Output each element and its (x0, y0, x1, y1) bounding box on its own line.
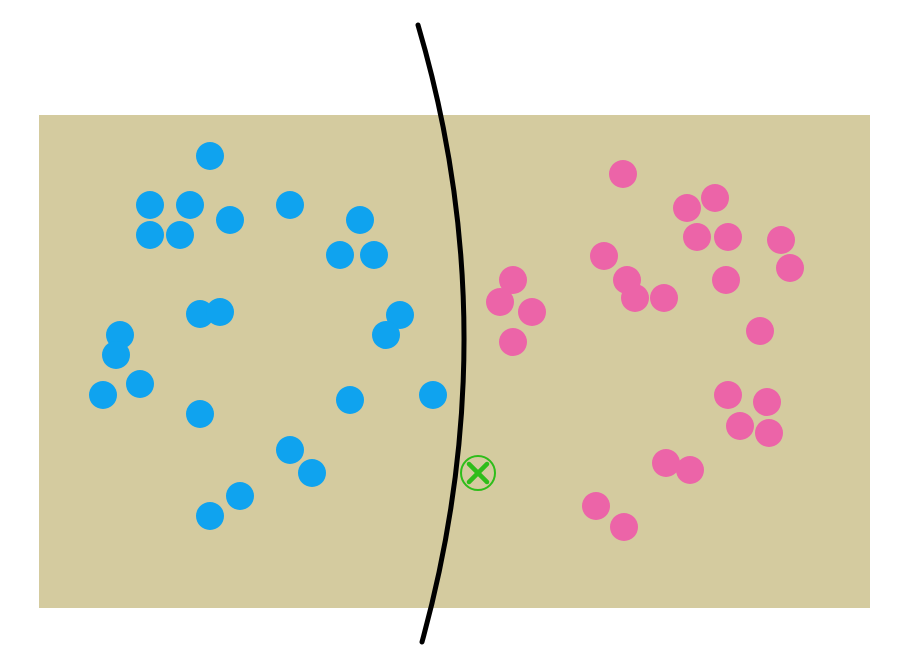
class-a-point (196, 142, 224, 170)
class-a-point (346, 206, 374, 234)
class-b-point (652, 449, 680, 477)
class-b-point (753, 388, 781, 416)
class-a-point (360, 241, 388, 269)
class-a-point (216, 206, 244, 234)
class-b-point (582, 492, 610, 520)
class-b-point (518, 298, 546, 326)
class-a-points (89, 142, 447, 530)
class-b-point (486, 288, 514, 316)
class-b-point (499, 266, 527, 294)
query-point-marker (460, 455, 496, 491)
class-a-point (166, 221, 194, 249)
class-b-point (673, 194, 701, 222)
class-a-point (276, 191, 304, 219)
query-point-cross-stroke (466, 461, 490, 485)
class-b-point (499, 328, 527, 356)
class-b-point (714, 381, 742, 409)
class-a-point (176, 191, 204, 219)
class-a-point (226, 482, 254, 510)
class-a-point (298, 459, 326, 487)
class-b-point (650, 284, 678, 312)
class-a-point (386, 301, 414, 329)
class-b-point (767, 226, 795, 254)
decision-boundary-curve (415, 22, 467, 645)
class-a-point (136, 191, 164, 219)
class-b-point (590, 242, 618, 270)
class-a-point (276, 436, 304, 464)
class-b-point (714, 223, 742, 251)
class-b-point (776, 254, 804, 282)
class-b-point (683, 223, 711, 251)
class-b-point (676, 456, 704, 484)
class-b-point (755, 419, 783, 447)
class-b-point (701, 184, 729, 212)
query-point-circle (460, 455, 496, 491)
class-a-point (336, 386, 364, 414)
class-a-point (89, 381, 117, 409)
class-b-point (610, 513, 638, 541)
class-a-point (372, 321, 400, 349)
class-a-point (419, 381, 447, 409)
class-b-point (712, 266, 740, 294)
class-a-point (136, 221, 164, 249)
class-a-point (206, 298, 234, 326)
class-b-point (746, 317, 774, 345)
class-a-point (326, 241, 354, 269)
class-b-point (726, 412, 754, 440)
class-b-point (621, 284, 649, 312)
class-a-point (196, 502, 224, 530)
class-a-point (126, 370, 154, 398)
class-a-point (186, 400, 214, 428)
class-b-points (486, 160, 804, 541)
class-b-point (609, 160, 637, 188)
class-a-point (102, 341, 130, 369)
